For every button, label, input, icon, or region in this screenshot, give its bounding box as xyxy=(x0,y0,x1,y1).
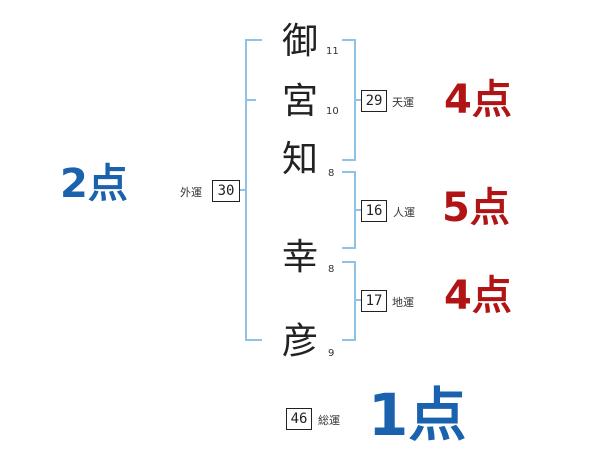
gaikaku-score-text: 2点 xyxy=(60,161,128,207)
gaikaku-label: 外運 xyxy=(180,186,202,199)
name-char-1: 御 xyxy=(281,21,318,62)
soukaku-score: 1点 xyxy=(368,381,467,449)
stroke-count-1: 11 xyxy=(326,46,339,57)
tenkaku-label: 天運 xyxy=(392,96,414,109)
name-char-5: 彦 xyxy=(281,321,318,362)
tenkaku-value-box: 29 xyxy=(361,90,387,112)
name-char-3: 知 xyxy=(281,139,318,180)
stroke-count-4: 8 xyxy=(328,264,335,275)
gaikaku-value-box: 30 xyxy=(212,180,240,202)
name-char-2: 宮 xyxy=(281,81,318,122)
jinkaku-label: 人運 xyxy=(393,206,415,219)
stroke-count-5: 9 xyxy=(328,348,335,359)
tenkaku-bracket xyxy=(342,39,356,161)
jinkaku-score: 5点 xyxy=(442,185,510,231)
soukaku-value-box: 46 xyxy=(286,408,312,430)
chikaku-value-box: 17 xyxy=(361,290,387,312)
tenkaku-score: 4点 xyxy=(444,77,512,123)
chikaku-label: 地運 xyxy=(392,296,414,309)
jinkaku-bracket xyxy=(342,171,356,249)
outer-bracket xyxy=(245,39,262,341)
jinkaku-value-box: 16 xyxy=(361,200,387,222)
stroke-count-2: 10 xyxy=(326,106,339,117)
soukaku-label: 総運 xyxy=(318,414,340,427)
chikaku-bracket xyxy=(342,261,356,341)
chikaku-score: 4点 xyxy=(444,273,512,319)
gaikaku-score: 2点 xyxy=(60,160,128,208)
name-char-4: 幸 xyxy=(281,237,318,278)
stroke-count-3: 8 xyxy=(328,168,335,179)
